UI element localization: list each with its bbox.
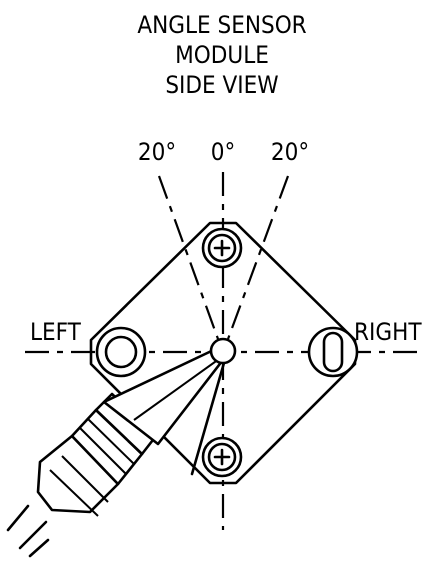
angle-line-right-20 xyxy=(222,175,290,351)
angle-line-left-20 xyxy=(157,175,224,351)
angle-label-right: 20° xyxy=(271,138,309,166)
side-label-right: RIGHT xyxy=(354,318,422,346)
angle-label-center: 0° xyxy=(211,138,236,166)
pivot xyxy=(209,337,237,365)
title-line-1: ANGLE SENSOR xyxy=(137,11,306,39)
side-label-left: LEFT xyxy=(30,318,82,346)
angle-label-left: 20° xyxy=(138,138,176,166)
left-mounting-hole-icon xyxy=(95,326,147,378)
top-screw-icon xyxy=(201,227,243,269)
title-line-3: SIDE VIEW xyxy=(165,71,278,99)
title-line-2: MODULE xyxy=(175,41,269,69)
right-slot-hole-icon xyxy=(307,326,359,378)
bottom-screw-icon xyxy=(201,436,243,478)
